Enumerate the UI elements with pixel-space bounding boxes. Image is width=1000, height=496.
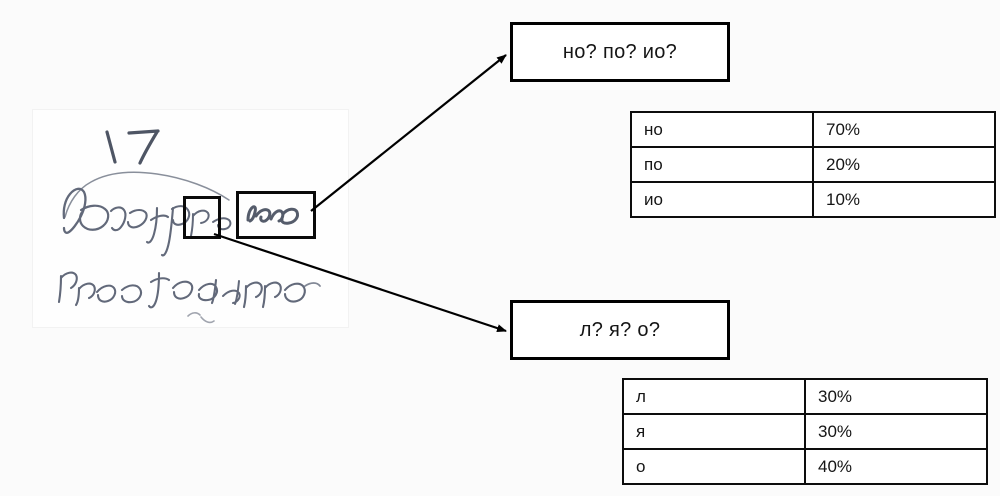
table-cell-label: по: [630, 146, 814, 183]
table-cell-label: ио: [630, 181, 814, 218]
table-cell-value: 20%: [812, 146, 996, 183]
table-cell-label: но: [630, 111, 814, 148]
candidate-box-lower[interactable]: л? я? о?: [510, 300, 730, 360]
table-cell-value: 40%: [804, 448, 988, 485]
table-row[interactable]: я 30%: [622, 413, 988, 450]
candidate-text-lower: л? я? о?: [579, 318, 661, 341]
probability-table-upper: но 70% по 20% ио 10%: [630, 111, 996, 218]
candidate-box-upper[interactable]: но? по? ио?: [510, 22, 730, 82]
table-cell-label: л: [622, 378, 806, 415]
table-cell-value: 30%: [804, 413, 988, 450]
table-cell-value: 10%: [812, 181, 996, 218]
table-cell-label: о: [622, 448, 806, 485]
table-cell-value: 30%: [804, 378, 988, 415]
table-row[interactable]: л 30%: [622, 378, 988, 415]
ambiguous-letter-crop-box[interactable]: [183, 196, 221, 239]
probability-table-lower: л 30% я 30% о 40%: [622, 378, 988, 485]
table-cell-label: я: [622, 413, 806, 450]
table-cell-value: 70%: [812, 111, 996, 148]
table-row[interactable]: но 70%: [630, 111, 996, 148]
table-row[interactable]: о 40%: [622, 448, 988, 485]
ambiguous-letter-zoom-box[interactable]: [236, 191, 316, 239]
table-row[interactable]: ио 10%: [630, 181, 996, 218]
candidate-text-upper: но? по? ио?: [562, 40, 678, 63]
zoomed-glyph: [246, 205, 299, 225]
handwriting-strokes: [57, 129, 321, 324]
table-row[interactable]: по 20%: [630, 146, 996, 183]
